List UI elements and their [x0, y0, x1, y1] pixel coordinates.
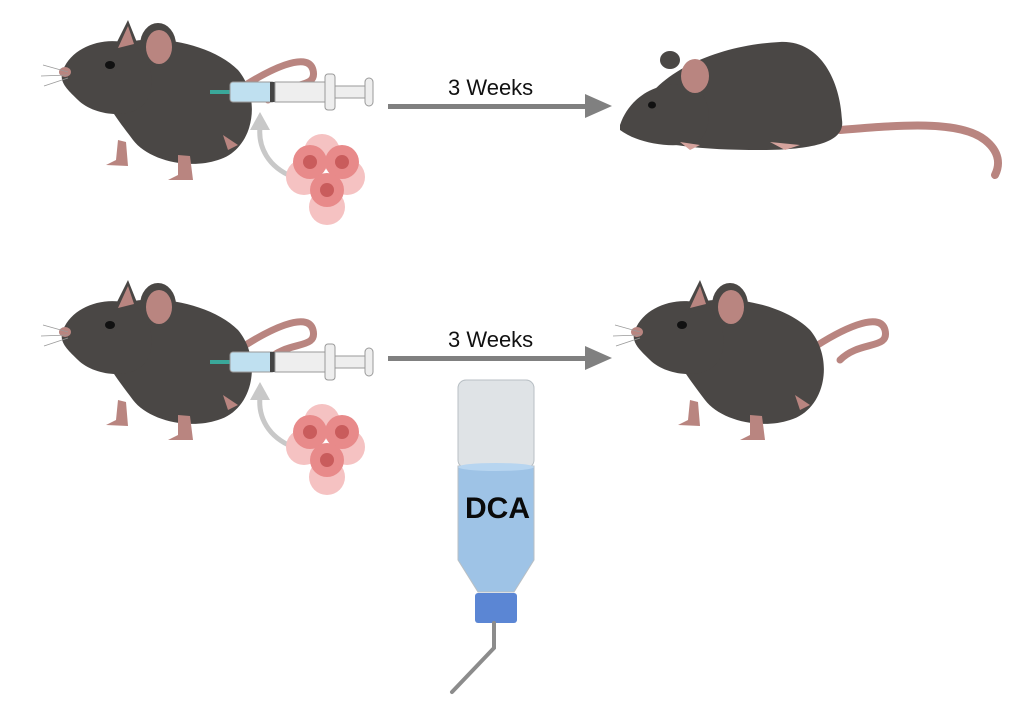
dca-water-bottle — [450, 379, 535, 694]
row2-tumor-cells — [286, 404, 365, 495]
row2-outcome-mouse — [613, 280, 886, 440]
dca-label: DCA — [465, 492, 530, 525]
row1-curve-arrow — [250, 112, 293, 177]
row2-curve-arrow — [250, 382, 293, 447]
row2-arrow — [388, 346, 612, 370]
row1-arrow — [388, 94, 612, 118]
row1-duration-label: 3 Weeks — [448, 75, 534, 100]
row1-tumor-cells — [286, 134, 365, 225]
row2-duration-label: 3 Weeks — [448, 327, 534, 352]
row1-outcome-mouse — [620, 41, 1002, 179]
